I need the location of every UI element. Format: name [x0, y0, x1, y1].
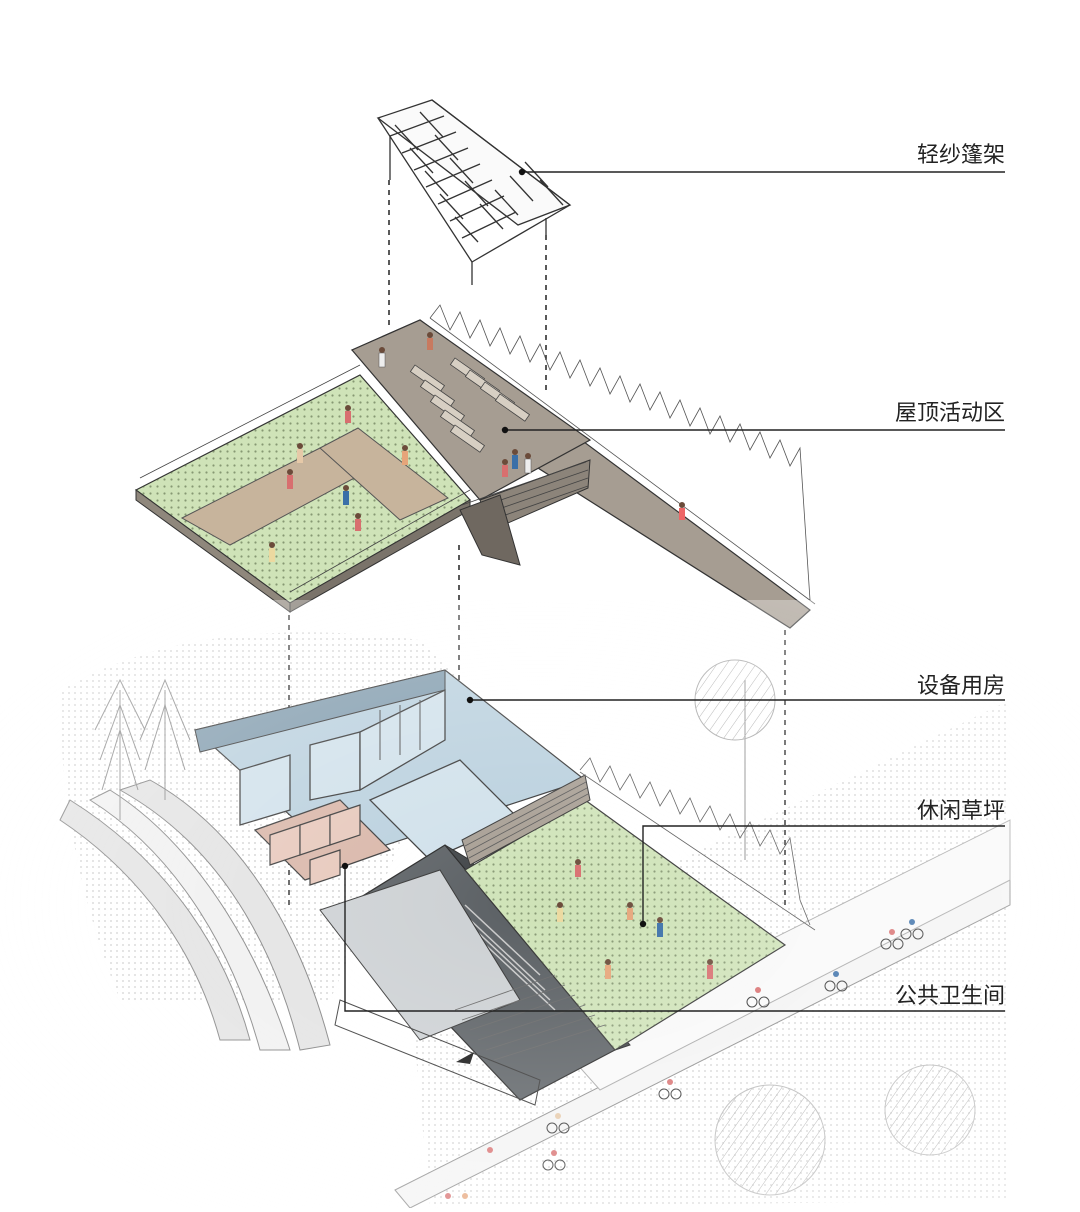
label-leisure-lawn: 休闲草坪 [916, 799, 1005, 824]
label-canopy: 轻纱篷架 [916, 143, 1005, 168]
leader-lawn [642, 825, 1005, 924]
roof-level [134, 304, 816, 629]
leader-lines [344, 171, 1005, 1012]
label-roof-activity: 屋顶活动区 [894, 401, 1005, 426]
leader-dots [341, 168, 647, 928]
roof-people [269, 332, 685, 562]
leader-toilet [344, 866, 1005, 1012]
label-equipment-room: 设备用房 [916, 674, 1005, 699]
canopy-frame [376, 99, 572, 285]
label-public-toilet: 公共卫生间 [894, 984, 1005, 1009]
